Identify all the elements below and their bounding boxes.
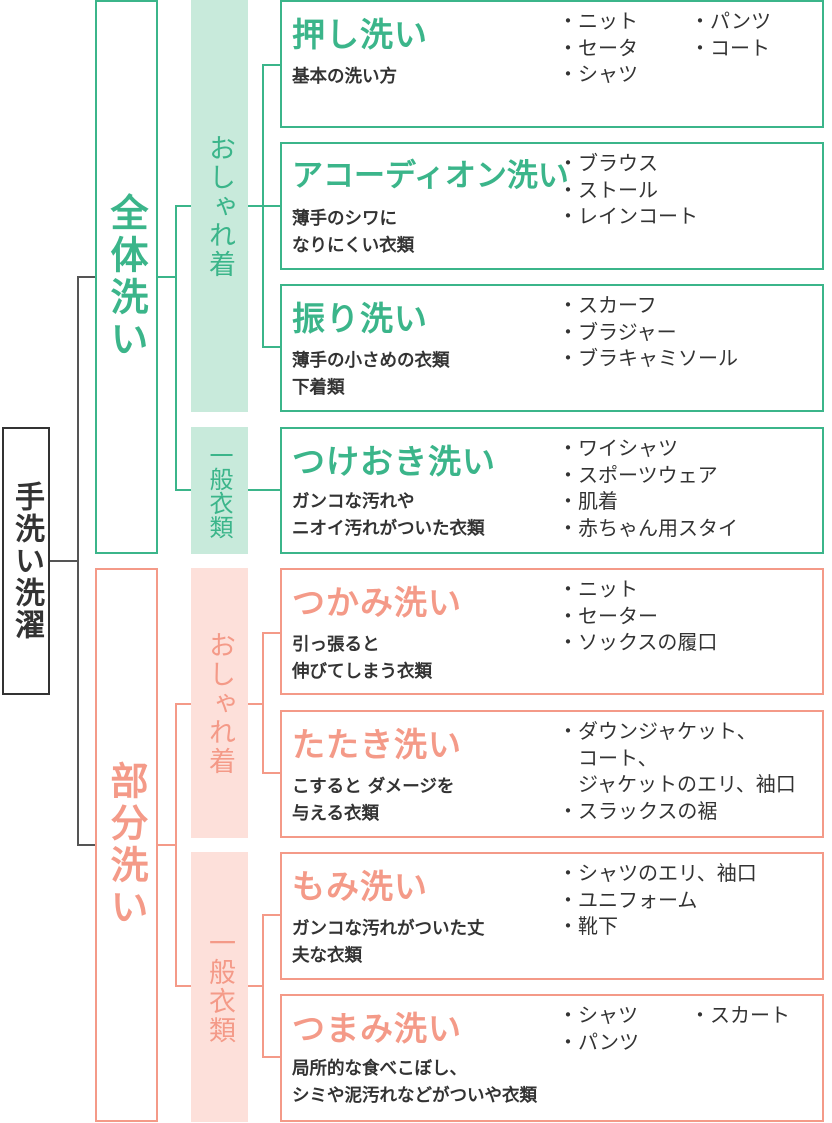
pink-l3b-card2 <box>262 1056 280 1058</box>
method-description: 薄手のシワに なりにくい衣類 <box>292 209 415 256</box>
green-l3-card3 <box>262 346 280 348</box>
root-node: 手洗い洗濯 <box>2 427 50 695</box>
method-card-furi-arai: 振り洗い 薄手の小さめの衣類 下着類 ・スカーフ ・ブラジャー ・ブラキャミソー… <box>280 284 824 412</box>
method-items: ・スカーフ ・ブラジャー ・ブラキャミソール <box>558 293 738 370</box>
pink-l2a-connector <box>175 703 191 705</box>
method-description: ガンコな汚れや ニオイ汚れがついた衣類 <box>292 492 485 539</box>
method-card-tsumami-arai: つまみ洗い 局所的な食べこぼし、 シミや泥汚れなどがついや衣類 ・シャツ ・パン… <box>280 994 824 1122</box>
subgroup-green-general: 一般衣類 <box>191 427 248 554</box>
method-card-tsukami-arai: つかみ洗い 引っ張ると 伸びてしまう衣類 ・ニット ・セーター ・ソックスの履口 <box>280 568 824 695</box>
method-description: 基本の洗い方 <box>292 67 397 87</box>
method-items: ・シャツ ・パンツ <box>558 1003 639 1054</box>
method-items-extra: ・スカート <box>690 1003 790 1027</box>
method-items-extra: ・パンツ ・コート <box>690 9 771 60</box>
subgroup-pink-fashion: おしゃれ着 <box>191 568 248 838</box>
group-partial-wash-label: 部分洗い <box>104 761 148 929</box>
pink-l3a-card2 <box>262 772 280 774</box>
pink-l1-connector-v <box>175 703 177 987</box>
method-card-accordion-arai: アコーディオン洗い 薄手のシワに なりにくい衣類 ・ブラウス ・ストール ・レイ… <box>280 142 824 270</box>
root-connector-h <box>50 560 78 562</box>
method-title: つけおき洗い <box>292 442 496 481</box>
root-connector-top <box>77 276 95 278</box>
method-title: 振り洗い <box>292 299 428 338</box>
method-title: 押し洗い <box>292 15 428 54</box>
subgroup-pink-general: 一般衣類 <box>191 852 248 1122</box>
root-connector-v <box>77 276 79 846</box>
method-title: アコーディオン洗い <box>292 158 569 194</box>
pink-l3a-connector-h <box>247 703 263 705</box>
method-items: ・ニット ・セータ ・シャツ <box>558 9 638 86</box>
method-card-oshi-arai: 押し洗い 基本の洗い方 ・ニット ・セータ ・シャツ ・パンツ ・コート <box>280 0 824 128</box>
green-l3-connector-h <box>247 205 263 207</box>
root-label: 手洗い洗濯 <box>9 481 44 641</box>
method-description: 引っ張ると 伸びてしまう衣類 <box>292 635 432 682</box>
method-items: ・ニット ・セーター ・ソックスの履口 <box>558 577 718 654</box>
group-partial-wash: 部分洗い <box>95 568 158 1122</box>
method-description: 薄手の小さめの衣類 下着類 <box>292 351 450 398</box>
subgroup-green-fashion: おしゃれ着 <box>191 0 248 412</box>
method-card-momi-arai: もみ洗い ガンコな汚れがついた丈 夫な衣類 ・シャツのエリ、袖口 ・ユニフォーム… <box>280 852 824 980</box>
pink-l1-connector-h <box>157 844 176 846</box>
group-whole-wash: 全体洗い <box>95 0 158 554</box>
subgroup-green-fashion-label: おしゃれ着 <box>204 133 235 279</box>
group-whole-wash-label: 全体洗い <box>104 193 148 361</box>
green-l2b-connector <box>175 489 191 491</box>
green-l3-card4 <box>247 489 280 491</box>
method-description: ガンコな汚れがついた丈 夫な衣類 <box>292 919 485 966</box>
method-items: ・ダウンジャケット、 コート、 ジャケットのエリ、袖口 ・スラックスの裾 <box>558 719 796 823</box>
method-items: ・ワイシャツ ・スポーツウェア ・肌着 ・赤ちゃん用スタイ <box>558 436 738 540</box>
subgroup-green-general-label: 一般衣類 <box>205 442 233 539</box>
method-description: こすると ダメージを 与える衣類 <box>292 777 455 824</box>
root-connector-bottom <box>77 844 95 846</box>
method-title: つまみ洗い <box>292 1009 462 1048</box>
green-l1-connector-h <box>157 276 176 278</box>
pink-l3a-card1 <box>262 632 280 634</box>
green-l3-card1 <box>262 64 280 66</box>
method-title: つかみ洗い <box>292 583 462 622</box>
pink-l3b-connector-v <box>262 914 264 1058</box>
green-l3-card2 <box>262 205 280 207</box>
pink-l3a-connector-v <box>262 632 264 774</box>
pink-l3b-connector-h <box>247 985 263 987</box>
pink-l3b-card1 <box>262 914 280 916</box>
method-title: もみ洗い <box>292 867 428 906</box>
green-l1-connector-v <box>175 205 177 491</box>
subgroup-pink-general-label: 一般衣類 <box>204 929 235 1045</box>
pink-l2b-connector <box>175 985 191 987</box>
subgroup-pink-fashion-label: おしゃれ着 <box>204 630 235 776</box>
green-l2a-connector <box>175 205 191 207</box>
method-title: たたき洗い <box>292 725 462 764</box>
method-description: 局所的な食べこぼし、 シミや泥汚れなどがついや衣類 <box>292 1059 537 1106</box>
method-items: ・ブラウス ・ストール ・レインコート <box>558 151 698 228</box>
method-card-tataki-arai: たたき洗い こすると ダメージを 与える衣類 ・ダウンジャケット、 コート、 ジ… <box>280 710 824 838</box>
method-items: ・シャツのエリ、袖口 ・ユニフォーム ・靴下 <box>558 861 757 938</box>
method-card-tsukeoki-arai: つけおき洗い ガンコな汚れや ニオイ汚れがついた衣類 ・ワイシャツ ・スポーツウ… <box>280 427 824 554</box>
